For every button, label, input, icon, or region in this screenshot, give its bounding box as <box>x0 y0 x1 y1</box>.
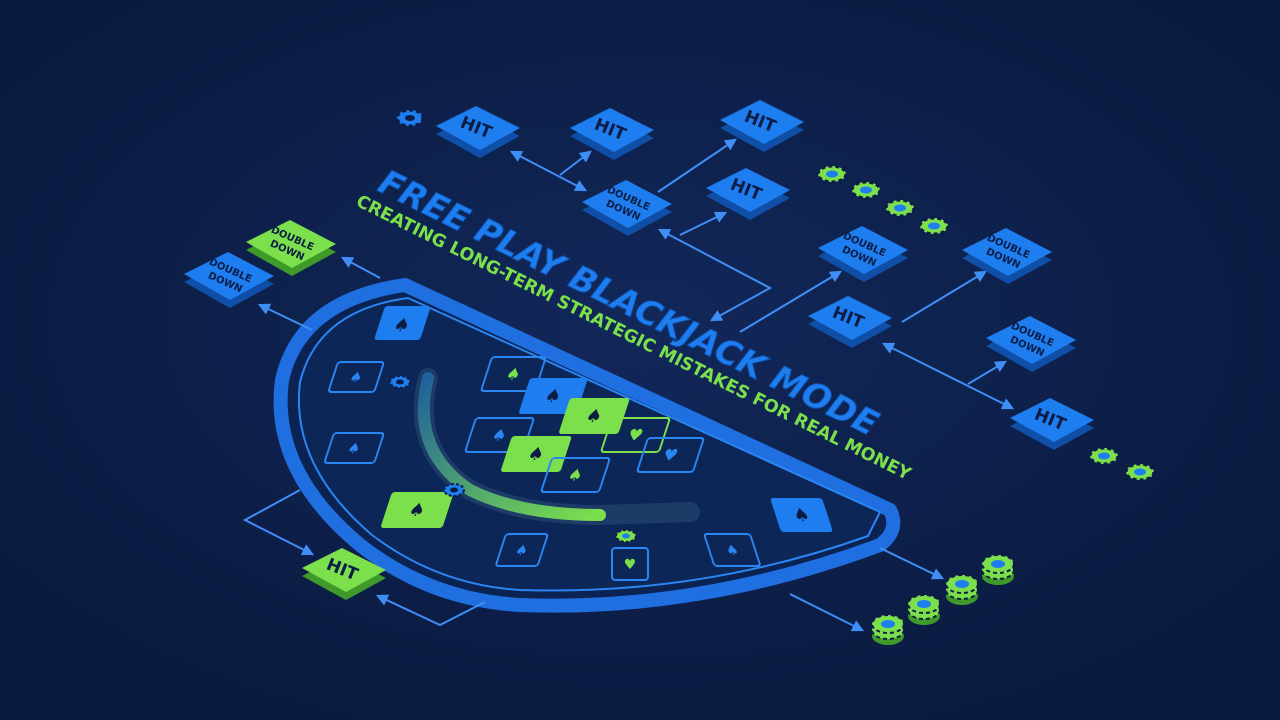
double-down-tile[interactable]: DOUBLE DOWN <box>184 252 274 308</box>
chip-stack <box>945 574 979 605</box>
chip-stack <box>981 554 1015 585</box>
card: ♠ <box>381 492 454 528</box>
hit-tile[interactable]: HIT <box>720 100 804 152</box>
double-down-tile[interactable]: DOUBLE DOWN <box>986 316 1076 372</box>
double-down-tile[interactable]: DOUBLE DOWN <box>582 180 672 236</box>
spade-icon: ♠ <box>513 543 531 559</box>
card: ♥ <box>600 417 671 453</box>
card: ♠ <box>495 533 549 567</box>
spade-icon: ♠ <box>406 500 429 520</box>
card: ♠ <box>374 306 431 340</box>
spade-icon: ♠ <box>489 426 509 445</box>
card: ♠ <box>540 457 611 493</box>
spade-icon: ♠ <box>525 444 548 464</box>
spade-icon: ♠ <box>503 365 523 384</box>
hit-tile[interactable]: HIT <box>570 108 654 160</box>
double-down-tile[interactable]: DOUBLE DOWN <box>962 228 1052 284</box>
chip-stacks <box>871 554 1015 645</box>
hit-tile[interactable]: HIT <box>1010 398 1094 450</box>
card: ♠ <box>480 356 547 392</box>
poker-chip-icon <box>850 180 882 200</box>
hit-tile[interactable]: HIT <box>808 296 892 348</box>
loose-chips <box>395 108 1156 482</box>
card: ♠ <box>703 533 761 567</box>
chip-stack <box>907 594 941 625</box>
spade-icon: ♠ <box>345 441 363 457</box>
connector-arrows <box>242 138 1015 632</box>
spade-icon: ♥ <box>624 557 637 573</box>
poker-chip-icon <box>615 529 637 543</box>
poker-chip-icon <box>816 164 848 184</box>
card: ♠ <box>559 398 630 434</box>
poker-chip-icon <box>1124 462 1156 482</box>
card: ♠ <box>324 432 385 464</box>
poker-chip-icon <box>884 198 916 218</box>
hit-tile[interactable]: HIT <box>436 106 520 158</box>
spade-icon: ♥ <box>660 446 680 465</box>
spade-icon: ♠ <box>542 386 565 406</box>
double-down-tile-green[interactable]: DOUBLE DOWN <box>246 220 336 276</box>
card: ♥ <box>611 547 649 581</box>
double-down-tile[interactable]: DOUBLE DOWN <box>818 226 908 282</box>
card: ♠ <box>770 498 833 532</box>
poker-chip-icon <box>1088 446 1120 466</box>
spade-icon: ♠ <box>390 315 413 335</box>
spade-icon: ♠ <box>565 466 585 485</box>
table-chips <box>389 375 637 543</box>
card: ♥ <box>636 437 705 473</box>
spade-icon: ♥ <box>625 426 645 445</box>
card: ♠ <box>501 436 572 472</box>
spade-icon: ♠ <box>790 505 813 525</box>
hit-tile-green[interactable]: HIT <box>302 548 386 600</box>
spade-icon: ♠ <box>724 543 742 559</box>
spade-icon: ♠ <box>347 370 365 386</box>
hit-tile[interactable]: HIT <box>706 168 790 220</box>
card: ♠ <box>328 361 385 393</box>
poker-chip-icon <box>389 375 411 389</box>
spade-icon: ♠ <box>583 406 606 426</box>
poker-chip-icon <box>443 483 465 497</box>
card: ♠ <box>464 417 535 453</box>
poker-chip-icon <box>918 216 950 236</box>
chip-stack <box>871 614 905 645</box>
table-cards: ♠ ♠ ♠ ♠ ♠ ♠ ♥ ♠ ♠ ♠ ♥ ♠ ♠ ♥ ♠ ♠ <box>324 306 833 581</box>
poker-chip-icon <box>395 108 425 128</box>
